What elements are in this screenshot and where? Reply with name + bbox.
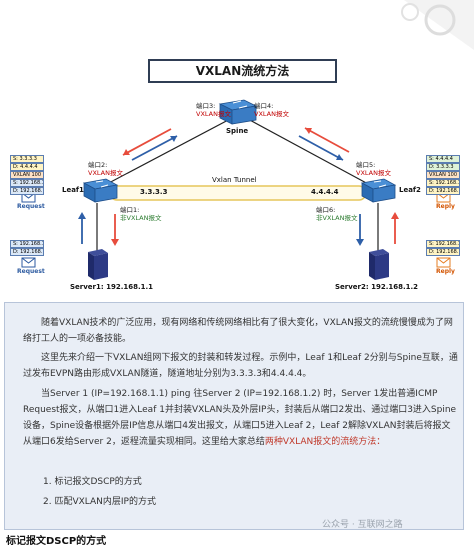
pkt-field: D: 4.4.4.4 [10,163,44,171]
paragraph-intro: 随着VXLAN技术的广泛应用，现有网络和传统网络相比有了很大变化，VXLAN报文… [23,318,453,344]
port4-desc: VXLAN报文 [254,110,289,118]
list-item-inner-ip: 2. 匹配VXLAN内层IP的方式 [43,497,156,507]
article-panel: 随着VXLAN技术的广泛应用，现有网络和传统网络相比有了很大变化，VXLAN报文… [4,302,464,530]
reply-label: Reply [436,268,455,275]
gear-decoration-icon [401,3,419,21]
packet-plain-reply: S: 192.168.1.2 D: 192.168.1.1 [426,240,460,256]
port2-name: 端口2: [88,161,108,169]
paragraph-process: 这里先来介绍一下VXLAN组网下报文的封装和转发过程。示例中，Leaf 1和Le… [23,353,458,379]
port1-name: 端口1: [120,206,140,214]
port4-name: 端口4: [254,102,274,110]
spine-name: Spine [226,127,249,135]
server1-label: Server1: 192.168.1.1 [70,283,154,291]
pkt-field: D: 192.168.1.2 [10,248,44,256]
port2-label: 端口2: VXLAN报文 [88,161,123,177]
arrow-request-up [131,135,178,161]
request-label: Request [17,268,45,275]
leaf1-name: Leaf1 [62,186,84,194]
port4-label: 端口4: VXLAN报文 [254,102,289,118]
packet-plain-request: S: 192.168.1.1 D: 192.168.1.2 [10,240,44,256]
diagram-title: VXLAN流统方法 [148,59,337,83]
watermark: 公众号 · 互联网之路 [322,520,403,530]
port3-name: 端口3: [196,102,216,110]
pkt-field: S: 4.4.4.4 [426,155,460,163]
server2-label: Server2: 192.168.1.2 [335,283,419,291]
leaf2-vtep: 4.4.4.4 [311,188,339,196]
port2-desc: VXLAN报文 [88,169,123,177]
section-title: 标记报文DSCP的方式 [6,536,107,547]
port1-label: 端口1: 非VXLAN报文 [120,206,161,222]
link-spine-leaf1 [104,117,233,186]
pkt-field: D: 192.168.1.1 [426,187,460,195]
pkt-field: S: 192.168.1.1 [10,240,44,248]
highlight-end: ： [376,437,386,447]
corner-decoration [404,0,474,50]
pkt-field: D: 3.3.3.3 [426,163,460,171]
pkt-field: VXLAN 100 [10,171,44,179]
spine-switch-icon [218,99,258,125]
port5-desc: VXLAN报文 [356,169,391,177]
detail-text: 当Server 1 (IP=192.168.1.1) ping 往Server … [23,389,457,447]
pkt-field: D: 192.168.1.2 [10,187,44,195]
request-envelope-icon [21,257,36,268]
server1-icon [88,249,108,280]
pkt-field: VXLAN 100 [426,171,460,179]
request-label: Request [17,203,45,210]
leaf2-name: Leaf2 [399,186,421,194]
leaf1-vtep: 3.3.3.3 [140,188,168,196]
pkt-field: S: 192.168.1.2 [426,240,460,248]
port6-desc: 非VXLAN报文 [316,214,358,222]
gear-decoration-icon [424,4,456,36]
port5-name: 端口5: [356,161,376,169]
leaf2-switch-icon [360,178,397,203]
link-spine-leaf2 [245,117,371,186]
pkt-field: D: 192.168.1.1 [426,248,460,256]
paragraph-detail: 当Server 1 (IP=192.168.1.1) ping 往Server … [23,386,459,450]
pkt-field: S: 3.3.3.3 [10,155,44,163]
port5-label: 端口5: VXLAN报文 [356,161,391,177]
arrow-reply-up [304,127,350,153]
packet-encap-request: S: 3.3.3.3 D: 4.4.4.4 VXLAN 100 S: 192.1… [10,155,44,195]
port6-name: 端口6: [316,206,336,214]
diagram-svg [21,0,474,280]
tunnel-label: Vxlan Tunnel [212,176,257,184]
network-diagram: VXLAN流统方法 端口3: VXLAN报文 端口4: VXLAN报文 Spin… [10,0,474,291]
reply-envelope-icon [436,257,451,268]
port3-label: 端口3: VXLAN报文 [196,102,231,118]
port1-desc: 非VXLAN报文 [120,214,162,222]
arrow-reply-down [122,128,172,156]
leaf1-switch-icon [82,178,119,203]
port3-desc: VXLAN报文 [196,110,231,118]
port6-label: 端口6: 非VXLAN报文 [316,206,357,222]
pkt-field: S: 192.168.1.2 [426,179,460,187]
highlight-text: 两种VXLAN报文的流统方法 [264,437,377,447]
server2-icon [369,249,389,280]
packet-encap-reply: S: 4.4.4.4 D: 3.3.3.3 VXLAN 100 S: 192.1… [426,155,460,195]
list-item-dscp: 1. 标记报文DSCP的方式 [43,477,142,487]
arrow-request-down [298,135,344,161]
pkt-field: S: 192.168.1.1 [10,179,44,187]
reply-label: Reply [436,203,455,210]
